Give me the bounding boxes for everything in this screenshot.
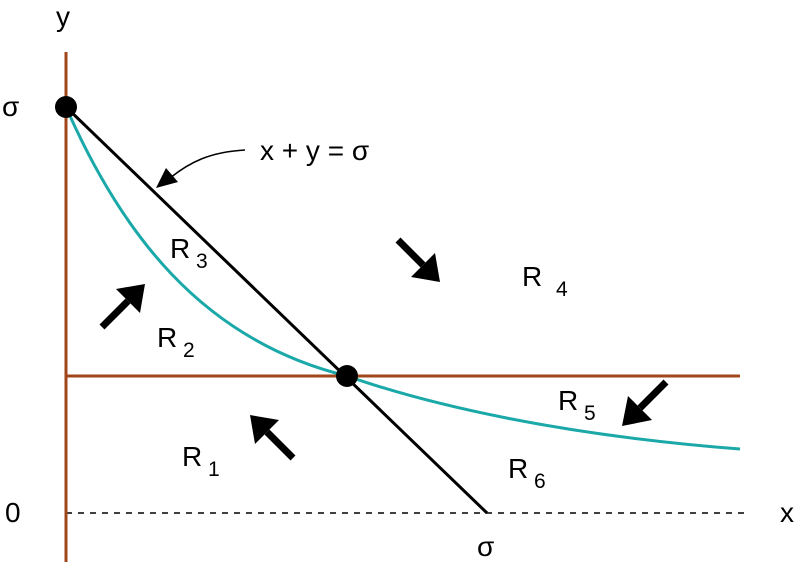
equation-pointer (169, 149, 246, 179)
x-sigma-label: σ (477, 531, 494, 562)
svg-text:R: R (182, 441, 202, 472)
origin-label: 0 (5, 497, 21, 528)
sigma-line (64, 105, 489, 515)
y-sigma-label: σ (2, 91, 19, 122)
y-axis-label: y (56, 1, 70, 32)
fixed-point-center (336, 365, 358, 387)
region-label-r3: R 3 (170, 233, 208, 273)
svg-text:R: R (558, 385, 578, 416)
svg-text:3: 3 (196, 250, 208, 273)
svg-text:2: 2 (183, 339, 195, 362)
teal-curve (64, 106, 741, 451)
svg-text:R: R (522, 261, 542, 292)
svg-text:R: R (170, 233, 190, 264)
region-label-r1: R 1 (182, 441, 220, 481)
x-axis-label: x (780, 497, 794, 528)
arrow-r2 (99, 284, 145, 330)
arrow-r4 (395, 237, 440, 282)
fixed-point-top (55, 96, 77, 118)
svg-text:6: 6 (534, 470, 546, 493)
svg-text:4: 4 (556, 278, 568, 301)
region-label-r4: R 4 (522, 261, 568, 301)
svg-text:1: 1 (208, 458, 220, 481)
region-label-r2: R 2 (157, 322, 195, 362)
svg-text:R: R (157, 322, 177, 353)
equation-label: x + y = σ (260, 135, 369, 166)
arrow-r1 (250, 415, 296, 461)
arrow-r5 (622, 379, 669, 426)
svg-text:R: R (508, 453, 528, 484)
region-label-r5: R 5 (558, 385, 596, 425)
svg-text:5: 5 (584, 402, 596, 425)
equation-pointer-arrowhead (156, 168, 178, 188)
region-label-r6: R 6 (508, 453, 546, 493)
